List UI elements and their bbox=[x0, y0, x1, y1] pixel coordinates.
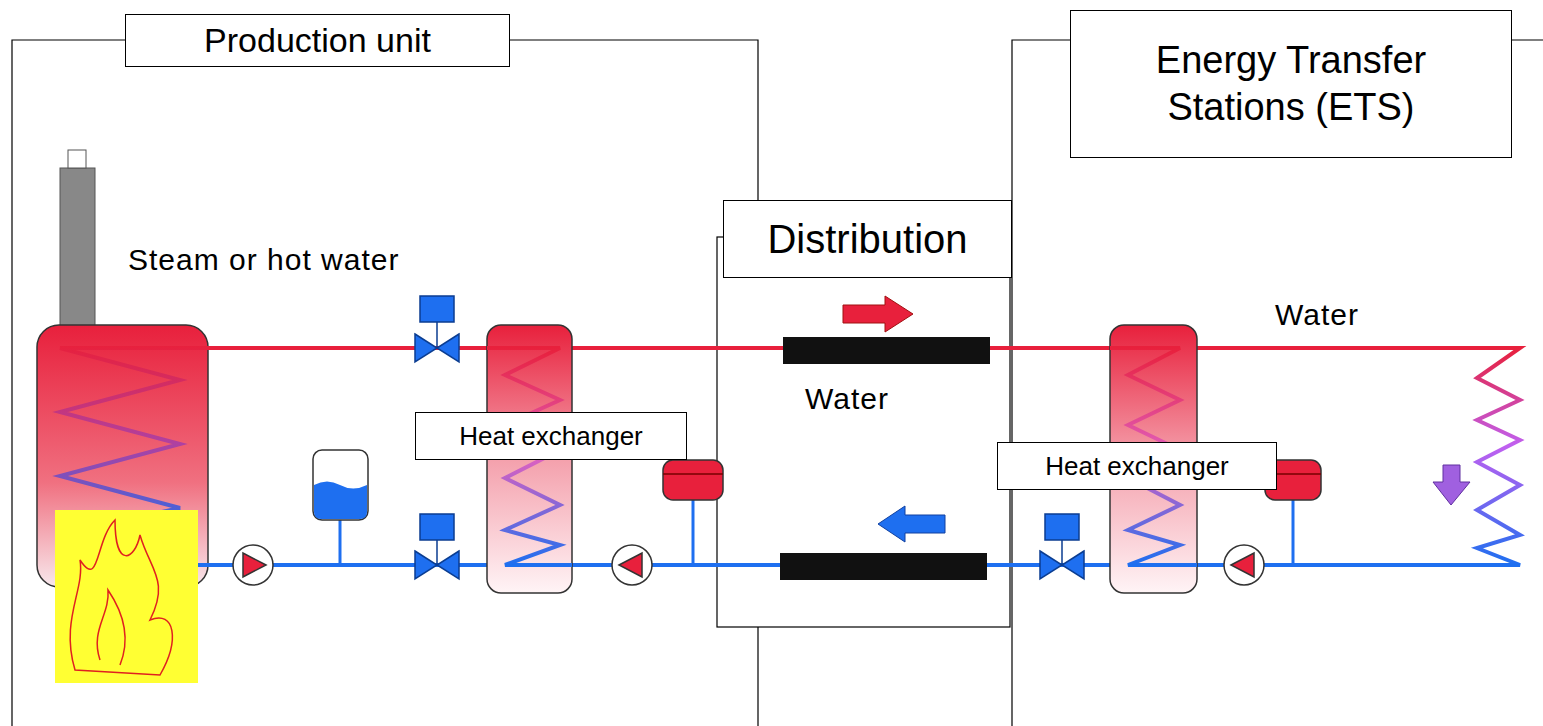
component-label: Heat exchanger bbox=[415, 412, 687, 460]
medium-label: Water bbox=[1275, 298, 1359, 332]
region-title: Energy Transfer Stations (ETS) bbox=[1070, 10, 1512, 158]
region: Production unitHeat exchanger bbox=[12, 14, 758, 726]
region: Energy Transfer Stations (ETS) Heat excha… bbox=[1012, 10, 1543, 726]
region-title: Distribution bbox=[723, 200, 1012, 278]
medium-label: Water bbox=[805, 382, 889, 416]
component-label: Heat exchanger bbox=[997, 442, 1277, 490]
label-text: Distribution bbox=[767, 214, 967, 264]
label-text: Heat exchanger bbox=[459, 420, 643, 453]
medium-label: Steam or hot water bbox=[128, 243, 399, 277]
label-text: Heat exchanger bbox=[1045, 450, 1229, 483]
region-title: Production unit bbox=[125, 14, 510, 67]
label-text: Energy Transfer Stations (ETS) bbox=[1093, 37, 1489, 132]
label-text: Production unit bbox=[204, 19, 431, 62]
